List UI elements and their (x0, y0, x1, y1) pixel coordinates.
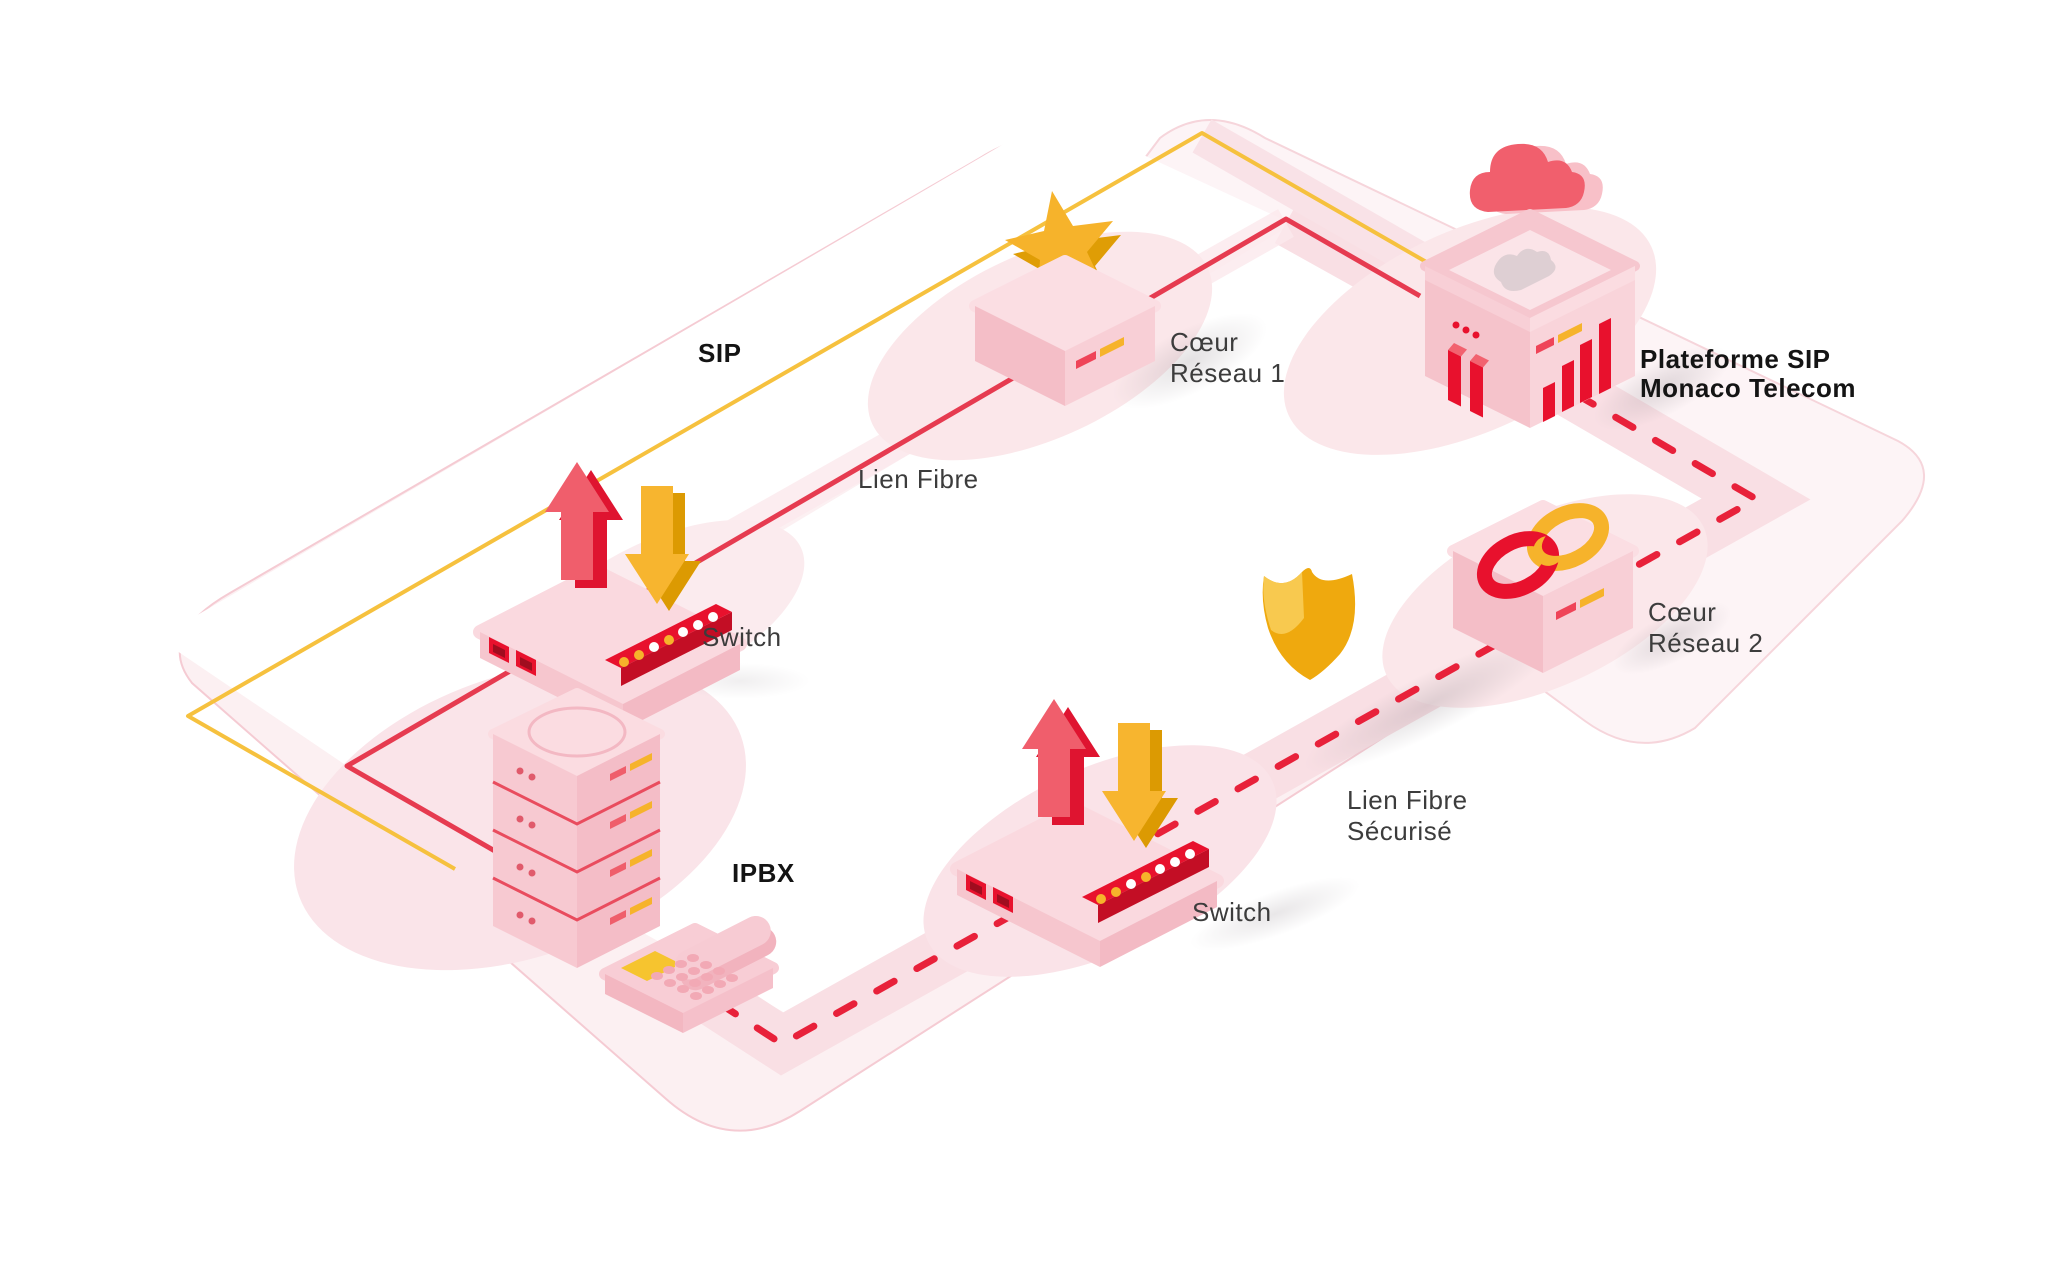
cloud-icon (1469, 143, 1603, 214)
shadow (1613, 601, 1731, 675)
shadow (1593, 345, 1731, 431)
plateforme-sip-node (1420, 143, 1640, 428)
shadow (1304, 635, 1556, 773)
switch-1-label: Switch (702, 622, 782, 652)
building-icon (1420, 209, 1640, 428)
lien-fibre-securise-label-line2: Sécurisé (1347, 816, 1452, 846)
shadow (1112, 313, 1268, 409)
coeur-reseau-2-label-line1: Cœur (1648, 597, 1716, 627)
phone-keypad (651, 954, 738, 1000)
ipbx-label: IPBX (732, 858, 795, 888)
chain-link-icon (1476, 503, 1610, 599)
coeur-reseau-1-label-line2: Réseau 1 (1170, 358, 1285, 388)
plateforme-label-line2: Monaco Telecom (1640, 373, 1856, 403)
phone-icon (599, 915, 779, 1033)
lien-fibre-securise-label-line1: Lien Fibre (1347, 785, 1468, 815)
coeur-reseau-1-label-line1: Cœur (1170, 327, 1238, 357)
lien-fibre-securise-line (676, 347, 1760, 1048)
coeur-reseau-1-node (969, 191, 1161, 406)
switch-2-label: Switch (1192, 897, 1272, 927)
coeur-reseau-2-node (1447, 500, 1639, 673)
sip-label: SIP (698, 338, 741, 368)
lien-fibre-label: Lien Fibre (858, 464, 979, 494)
lien-fibre-line (344, 216, 1422, 873)
network-diagram: SIP Lien Fibre Cœur Réseau 1 Plateforme … (40, 16, 2048, 1262)
coeur-reseau-2-label-line2: Réseau 2 (1648, 628, 1763, 658)
phone-screen (621, 951, 681, 981)
plateforme-label-line1: Plateforme SIP (1640, 344, 1831, 374)
ipbx-node (488, 688, 665, 968)
shield-icon (1262, 568, 1356, 680)
shadow (1190, 876, 1360, 952)
sip-line (186, 131, 1443, 871)
